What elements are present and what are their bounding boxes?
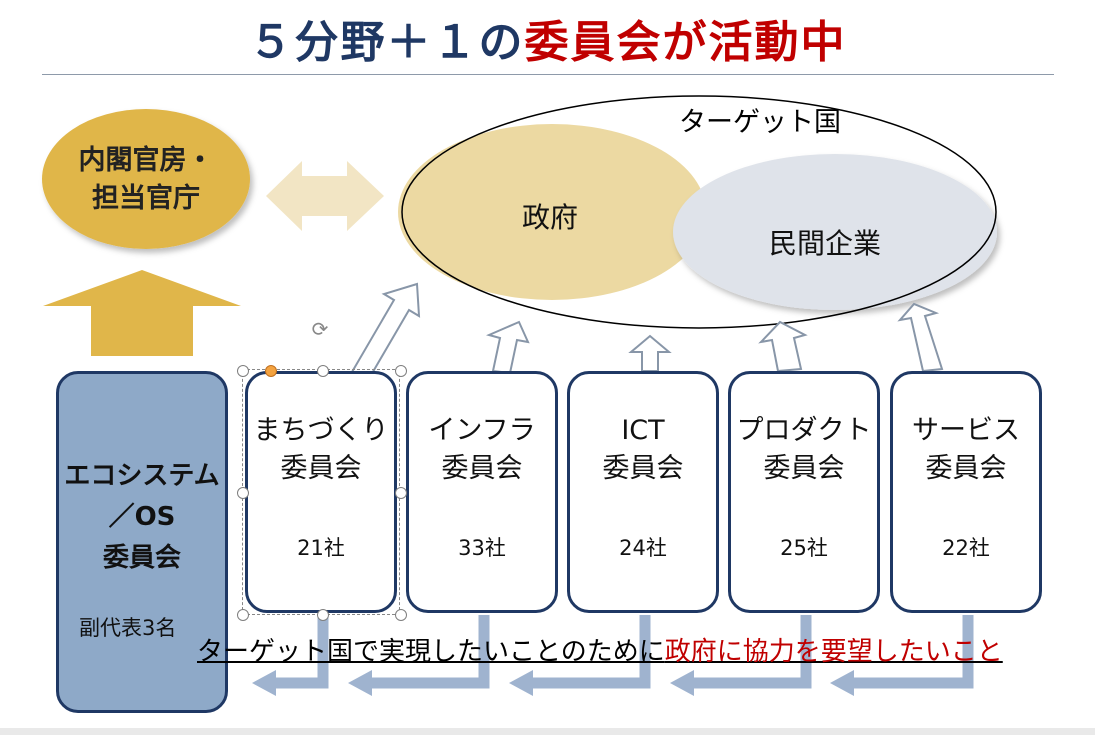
eco-line2: ／OS [108,502,176,532]
committee-member-count: 24社 [619,536,667,560]
committee-up-arrow-2 [485,320,530,375]
title-divider [42,74,1054,75]
adjust-handle[interactable] [265,365,277,377]
resize-handle-top-right[interactable] [395,365,407,377]
committee-up-arrow-5 [897,302,944,373]
committee-box-ict[interactable]: ICT 委員会 24社 [567,371,719,613]
committee-box-product[interactable]: プロダクト 委員会 25社 [728,371,880,613]
committee-name-line2: 委員会 [925,453,1007,484]
return-arrowheads [252,670,854,696]
committee-name-line1: サービス [912,415,1020,446]
committee-name: サービス 委員会 [893,412,1039,488]
target-country-label: ターゲット国 [679,107,841,138]
resize-handle-left[interactable] [237,487,249,499]
committee-name-line1: ICT [621,415,665,446]
committee-name: インフラ 委員会 [409,412,555,488]
resize-handle-bottom-left[interactable] [237,609,249,621]
caption: ターゲット国で実現したいことのために政府に協力を要望したいこと [197,631,1003,668]
cabinet-label: 内閣官房・ 担当官庁 [46,142,246,218]
eco-line1: エコシステム [64,461,220,491]
committee-name-line1: インフラ [428,415,536,446]
eco-line3: 委員会 [102,543,181,573]
target-outline [401,95,997,329]
title-navy-part: ５分野＋１の [248,17,525,68]
vice-representatives: 副代表3名 [79,616,177,640]
cabinet-label-line2: 担当官庁 [92,183,200,214]
committee-member-count: 33社 [458,536,506,560]
committee-member-count: 22社 [942,536,990,560]
committee-name-line1: プロダクト [736,415,872,446]
resize-handle-right[interactable] [395,487,407,499]
committee-name-line2: 委員会 [602,453,684,484]
committee-name-line2: 委員会 [763,453,845,484]
bottom-scrollbar-strip [0,728,1095,735]
resize-handle-bottom-right[interactable] [395,609,407,621]
government-label: 政府 [521,201,578,234]
double-arrow [266,161,384,231]
return-arrows [274,615,974,689]
committee-box-infrastructure[interactable]: インフラ 委員会 33社 [406,371,558,613]
committee-name-line2: 委員会 [441,453,523,484]
committee-name-line2: 委員会 [280,453,362,484]
committee-up-arrow-3 [628,334,672,372]
selection-frame [242,369,400,615]
private-sector-label: 民間企業 [768,227,881,260]
slide-title: ５分野＋１の委員会が活動中 [0,6,1095,70]
ecosystem-os-committee-box: エコシステム ／OS 委員会 副代表3名 [56,371,228,713]
cabinet-ellipse [42,109,250,249]
title-red-part: 委員会が活動中 [524,17,847,68]
committee-name: ICT 委員会 [570,412,716,488]
committee-member-count: 21社 [297,536,345,560]
up-arrow [43,270,241,356]
committee-up-arrow-4 [758,320,808,373]
resize-handle-bottom[interactable] [317,609,329,621]
government-ellipse [398,124,706,300]
committee-name: プロダクト 委員会 [731,412,877,488]
caption-red-part: 政府に協力を要望したいこと [664,637,1003,667]
resize-handle-top[interactable] [317,365,329,377]
committee-name: まちづくり 委員会 [248,412,394,488]
rotate-handle-icon[interactable]: ⟳ [311,317,329,341]
committee-box-service[interactable]: サービス 委員会 22社 [890,371,1042,613]
cabinet-label-line1: 内閣官房・ [78,145,214,176]
resize-handle-top-left[interactable] [237,365,249,377]
ecosystem-committee-name: エコシステム ／OS 委員会 [59,456,225,579]
caption-black-part: ターゲット国で実現したいことのために [197,637,665,667]
committee-name-line1: まちづくり [253,415,389,446]
committee-member-count: 25社 [780,536,828,560]
private-ellipse [673,154,997,310]
committee-up-arrow-1 [350,282,421,384]
